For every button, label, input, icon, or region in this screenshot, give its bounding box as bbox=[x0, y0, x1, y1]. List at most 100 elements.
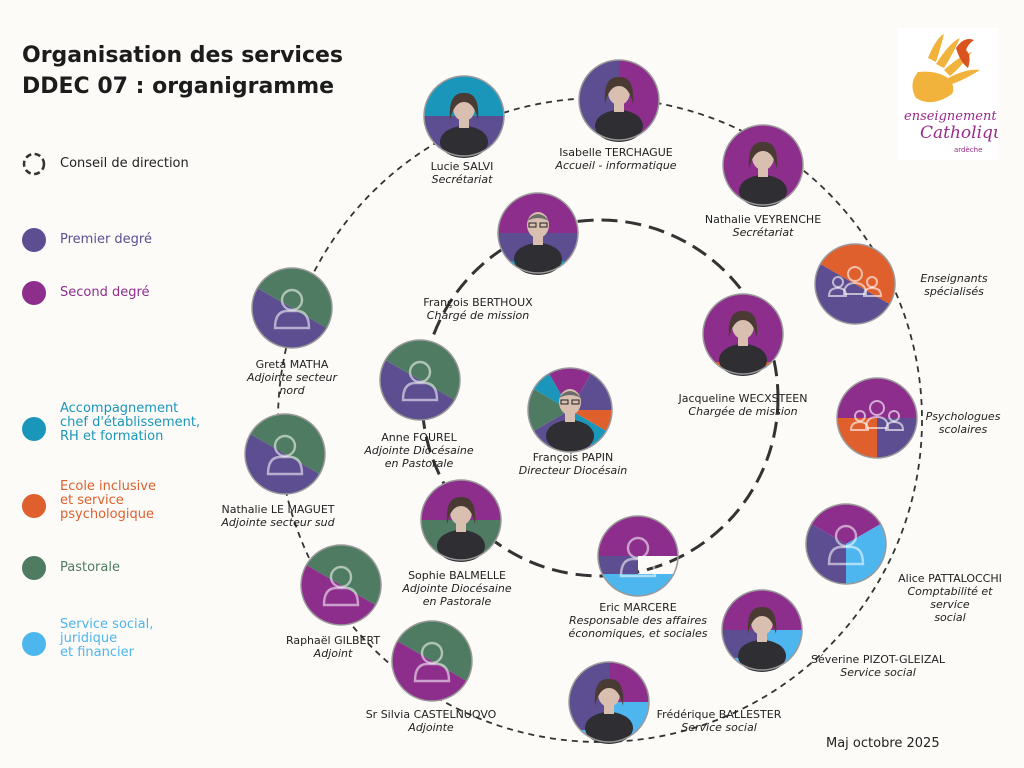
staff-name: Nathalie VEYRENCHE bbox=[704, 213, 822, 226]
man-photo-icon bbox=[514, 212, 562, 275]
legend-ecole-inclusive: Ecole inclusive et service psychologique bbox=[22, 480, 156, 522]
woman-photo-icon bbox=[585, 678, 633, 744]
staff-node bbox=[568, 661, 650, 744]
staff-name: Alice PATTALOCCHI bbox=[898, 572, 1002, 585]
staff-node bbox=[251, 267, 333, 349]
staff-node bbox=[721, 589, 803, 672]
staff-name: Séverine PIZOT-GLEIZAL bbox=[810, 653, 946, 666]
legend-conseil: Conseil de direction bbox=[22, 152, 189, 176]
update-date: Maj octobre 2025 bbox=[826, 736, 940, 751]
staff-node bbox=[597, 515, 679, 597]
node-border bbox=[597, 515, 679, 597]
staff-name: Eric MARCERE bbox=[599, 601, 677, 614]
node-border bbox=[568, 661, 650, 743]
director-node bbox=[527, 367, 613, 453]
staff-name: Lucie SALVI bbox=[430, 160, 494, 173]
staff-node bbox=[722, 124, 804, 207]
node-border bbox=[814, 243, 896, 325]
staff-name: Jacqueline WECXSTEEN bbox=[678, 392, 808, 405]
node-border bbox=[805, 503, 887, 585]
title-line-2: DDEC 07 : organigramme bbox=[22, 74, 335, 99]
staff-name: François BERTHOUX bbox=[423, 296, 533, 309]
staff-node bbox=[379, 339, 461, 421]
node-border bbox=[244, 413, 326, 495]
staff-role: Adjointe secteur nord bbox=[246, 371, 338, 397]
node-border bbox=[578, 59, 660, 141]
legend-label: Ecole inclusive et service psychologique bbox=[60, 479, 156, 522]
node-segment bbox=[250, 414, 325, 474]
person-icon bbox=[266, 434, 304, 476]
staff-role: Psychologues scolaires bbox=[925, 410, 1001, 436]
page-title: Organisation des services DDEC 07 : orga… bbox=[22, 40, 343, 102]
staff-role: Secrétariat bbox=[732, 226, 794, 239]
staff-node bbox=[497, 192, 579, 275]
staff-node bbox=[244, 413, 326, 495]
node-category-band bbox=[602, 574, 674, 596]
outer-ring bbox=[277, 97, 923, 743]
woman-photo-icon bbox=[719, 310, 767, 376]
node-segment bbox=[397, 621, 473, 681]
legend-dot-icon bbox=[22, 632, 46, 656]
legend-accompagnement: Accompagnement chef d'établissement, RH … bbox=[22, 402, 200, 444]
group-icon bbox=[827, 266, 883, 297]
staff-role: Adjointe bbox=[408, 721, 454, 734]
staff-name: Sr Silvia CASTELNUOVO bbox=[365, 708, 497, 721]
staff-role: Enseignants spécialisés bbox=[920, 272, 988, 298]
staff-node bbox=[814, 243, 896, 325]
node-segment bbox=[528, 389, 570, 431]
node-border bbox=[391, 620, 473, 702]
legend-label: Pastorale bbox=[60, 560, 120, 575]
staff-role: Adjoint bbox=[313, 647, 353, 660]
staff-role: Comptabilité et service social bbox=[907, 585, 993, 624]
node-border bbox=[251, 267, 333, 349]
staff-name: Isabelle TERCHAGUE bbox=[559, 146, 673, 159]
staff-node bbox=[702, 293, 784, 376]
staff-role: Adjointe secteur sud bbox=[221, 516, 335, 529]
legend-dot-icon bbox=[22, 228, 46, 252]
node-border bbox=[497, 192, 579, 274]
staff-role: Accueil - informatique bbox=[555, 159, 677, 172]
staff-role: Service social bbox=[840, 666, 916, 679]
staff-caption: Enseignants spécialisés bbox=[920, 272, 987, 298]
person-icon bbox=[273, 288, 311, 330]
man-photo-icon bbox=[546, 389, 594, 452]
legend-service-social: Service social, juridique et financier bbox=[22, 618, 153, 660]
node-segment bbox=[391, 641, 467, 702]
legend-premier-degre: Premier degré bbox=[22, 228, 152, 252]
legend-label: Service social, juridique et financier bbox=[60, 617, 154, 660]
legend-label: Premier degré bbox=[60, 232, 152, 247]
node-border bbox=[379, 339, 461, 421]
node-segment bbox=[251, 288, 327, 349]
staff-node bbox=[391, 620, 473, 702]
group-icon bbox=[849, 400, 905, 431]
staff-node bbox=[836, 377, 918, 459]
staff-role: Adjointe Diocésaine en Pastorale bbox=[402, 582, 512, 608]
legend-second-degre: Second degré bbox=[22, 281, 150, 305]
title-line-1: Organisation des services bbox=[22, 43, 344, 68]
staff-node bbox=[300, 544, 382, 626]
staff-node bbox=[805, 503, 887, 585]
staff-role: Adjointe Diocésaine en Pastorale bbox=[364, 444, 474, 470]
legend-dot-icon bbox=[22, 281, 46, 305]
staff-caption: Psychologues scolaires bbox=[926, 410, 1001, 436]
staff-name: Raphaël GILBERT bbox=[285, 634, 381, 647]
person-icon bbox=[827, 524, 865, 566]
legend-label: Second degré bbox=[60, 285, 150, 300]
node-border bbox=[702, 293, 784, 375]
woman-photo-icon bbox=[595, 76, 643, 142]
staff-role: Responsable des affaires économiques, et… bbox=[568, 614, 708, 640]
